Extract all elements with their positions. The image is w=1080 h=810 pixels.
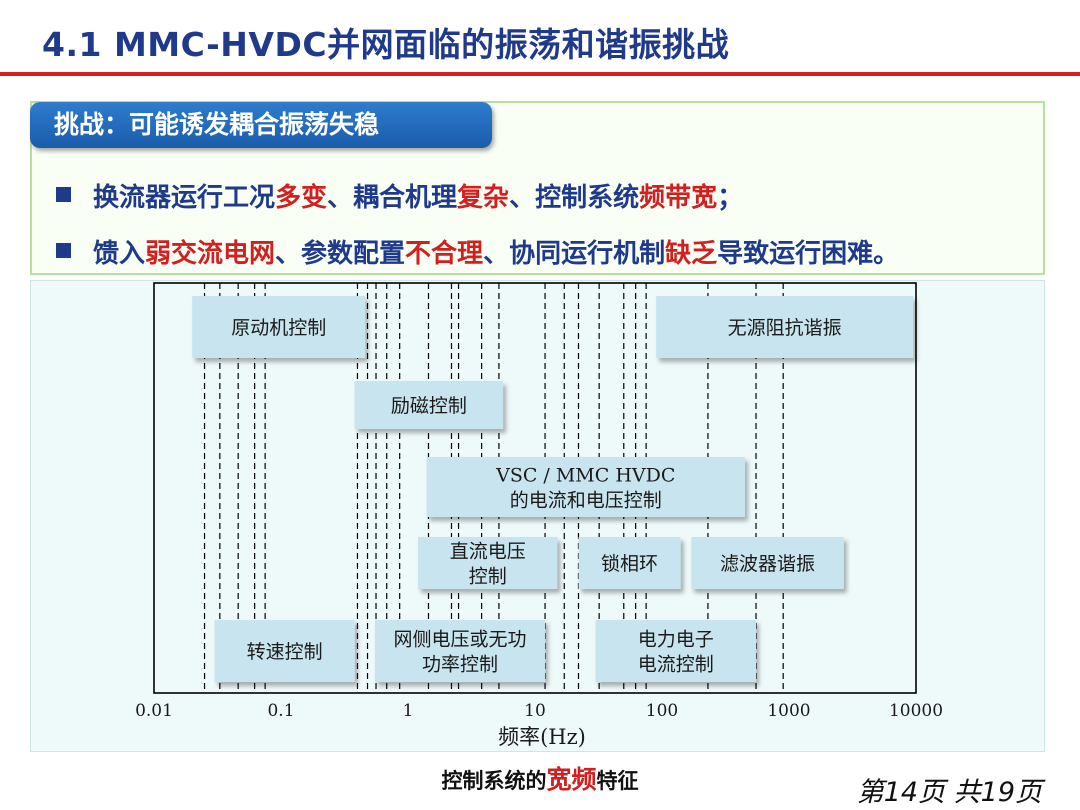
block-excitation-control: 励磁控制 (354, 381, 504, 429)
square-bullet-icon (56, 187, 71, 202)
bullet2-text-3: 、协同运行机制 (483, 239, 666, 269)
block-passive-impedance-resonance-box (656, 296, 914, 358)
challenge-tab: 挑战：可能诱发耦合振荡失稳 (30, 102, 492, 148)
block-speed-control: 转速控制 (214, 620, 355, 682)
title-divider (0, 72, 1080, 76)
caption-highlight: 宽频 (546, 765, 597, 794)
plot-frame (153, 282, 917, 694)
block-grid-voltage-reactive-control-box (375, 620, 546, 682)
tick-label-1000: 1000 (767, 701, 810, 721)
block-speed-control-label-0: 转速控制 (247, 641, 323, 663)
page-number: 第14页 共19页 (856, 777, 1042, 808)
bullet-line-2: 馈入弱交流电网、参数配置不合理、协同运行机制缺乏导致运行困难。 (56, 233, 899, 270)
block-vsc-mmc-control-label-1: 的电流和电压控制 (510, 490, 662, 512)
block-pll-box (578, 537, 681, 589)
bullet2-text-2: 、参数配置 (275, 239, 406, 269)
tick-label-0_1: 0.1 (267, 701, 294, 721)
tick-label-1: 1 (403, 701, 414, 721)
block-power-electronics-current-control-box (595, 620, 757, 682)
block-passive-impedance-resonance: 无源阻抗谐振 (656, 296, 914, 358)
block-dc-voltage-control-label-1: 控制 (469, 566, 507, 588)
block-pll-label-0: 锁相环 (601, 553, 658, 575)
bullet2-highlight-1: 弱交流电网 (145, 239, 276, 269)
block-prime-mover-control-label-0: 原动机控制 (231, 317, 326, 339)
block-prime-mover-control-box (192, 296, 366, 358)
bullet1-text-4: ； (717, 183, 744, 213)
diagram-caption: 控制系统的宽频特征 (0, 760, 1080, 796)
bullet2-highlight-2: 不合理 (405, 239, 484, 269)
bullet-line-1: 换流器运行工况多变、耦合机理复杂、控制系统频带宽； (56, 177, 743, 214)
square-bullet-icon (56, 243, 71, 258)
block-dc-voltage-control-label-0: 直流电压 (450, 541, 526, 563)
caption-prefix: 控制系统的 (441, 769, 547, 793)
bullet2-text-4: 导致运行困难。 (717, 239, 900, 269)
bullet1-highlight-3: 频带宽 (639, 183, 718, 213)
block-power-electronics-current-control-label-1: 电流控制 (638, 654, 714, 676)
block-grid-voltage-reactive-control-label-0: 网侧电压或无功 (394, 629, 527, 651)
block-vsc-mmc-control-box (426, 457, 745, 517)
caption-suffix: 特征 (596, 769, 639, 793)
block-passive-impedance-resonance-label-0: 无源阻抗谐振 (728, 317, 842, 339)
block-excitation-control-label-0: 励磁控制 (391, 395, 467, 417)
bullet1-highlight-1: 多变 (275, 183, 328, 213)
block-filter-resonance-box (691, 537, 844, 589)
block-excitation-control-box (354, 381, 504, 429)
block-filter-resonance-label-0: 滤波器谐振 (720, 553, 815, 575)
x-axis-ticks: 0.01 0.1 1 10 100 1000 10000 (135, 701, 943, 721)
block-prime-mover-control: 原动机控制 (192, 296, 366, 358)
block-pll: 锁相环 (578, 537, 681, 589)
block-dc-voltage-control-box (418, 537, 558, 589)
x-axis-label: 频率(Hz) (498, 725, 586, 749)
block-filter-resonance: 滤波器谐振 (691, 537, 844, 589)
bullet1-text-2: 、耦合机理 (327, 183, 458, 213)
block-speed-control-box (214, 620, 355, 682)
tick-label-100: 100 (646, 701, 678, 721)
tick-label-10000: 10000 (889, 701, 943, 721)
bullet2-highlight-3: 缺乏 (665, 239, 718, 269)
bullet2-text-1: 馈入 (93, 239, 146, 269)
bullet1-text-3: 、控制系统 (509, 183, 640, 213)
slide-title: 4.1 MMC-HVDC并网面临的振荡和谐振挑战 (42, 25, 730, 64)
tick-label-0_01: 0.01 (135, 701, 173, 721)
tick-label-10: 10 (524, 701, 546, 721)
bullet1-text-1: 换流器运行工况 (93, 183, 276, 213)
bullet1-highlight-2: 复杂 (457, 183, 510, 213)
block-vsc-mmc-control: VSC / MMC HVDC 的电流和电压控制 (426, 457, 745, 517)
block-vsc-mmc-control-label-0: VSC / MMC HVDC (495, 465, 675, 487)
block-grid-voltage-reactive-control-label-1: 功率控制 (422, 654, 498, 676)
block-power-electronics-current-control-label-0: 电力电子 (638, 629, 714, 651)
